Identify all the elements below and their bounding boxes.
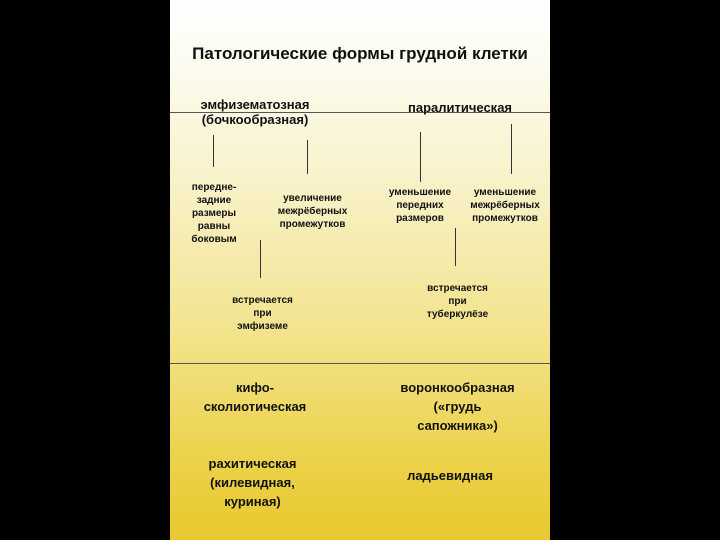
- connector-emphysematous-1: [213, 135, 214, 167]
- connector-paralytic-occurrence: [455, 228, 456, 266]
- connector-paralytic-1: [420, 132, 421, 182]
- emphysematous-form-label: эмфизематозная (бочкообразная): [200, 97, 310, 127]
- funnel-chest-form-label: воронкообразная («грудь сапожника»): [400, 380, 515, 433]
- paralytic-occurrence: встречается при туберкулёзе: [426, 283, 489, 320]
- emphysematous-feature-equal-dimensions: передне- задние размеры равны боковым: [191, 182, 237, 245]
- rachitic-form-label: рахитическая (килевидная, куриная): [208, 456, 297, 509]
- slide: Патологические формы грудной клетки эмфи…: [170, 0, 550, 540]
- connector-emphysematous-2: [307, 140, 308, 174]
- connector-emphysematous-occurrence: [260, 240, 261, 278]
- kyphoscoliotic-form-label: кифо- сколиотическая: [203, 380, 307, 414]
- emphysematous-occurrence: встречается при эмфиземе: [232, 295, 293, 332]
- emphysematous-feature-wide-intercostal: увеличение межрёберных промежутков: [277, 193, 348, 230]
- connector-paralytic-2: [511, 124, 512, 174]
- paralytic-feature-narrow-intercostal: уменьшение межрёберных промежутков: [470, 187, 540, 224]
- paralytic-feature-small-anterior: уменьшение передних размеров: [388, 187, 452, 224]
- slide-title: Патологические формы грудной клетки: [192, 44, 528, 63]
- separator-middle: [170, 363, 550, 364]
- separator-top: [170, 112, 550, 113]
- scaphoid-form-label: ладьевидная: [407, 468, 493, 483]
- paralytic-form-label: паралитическая: [407, 100, 513, 115]
